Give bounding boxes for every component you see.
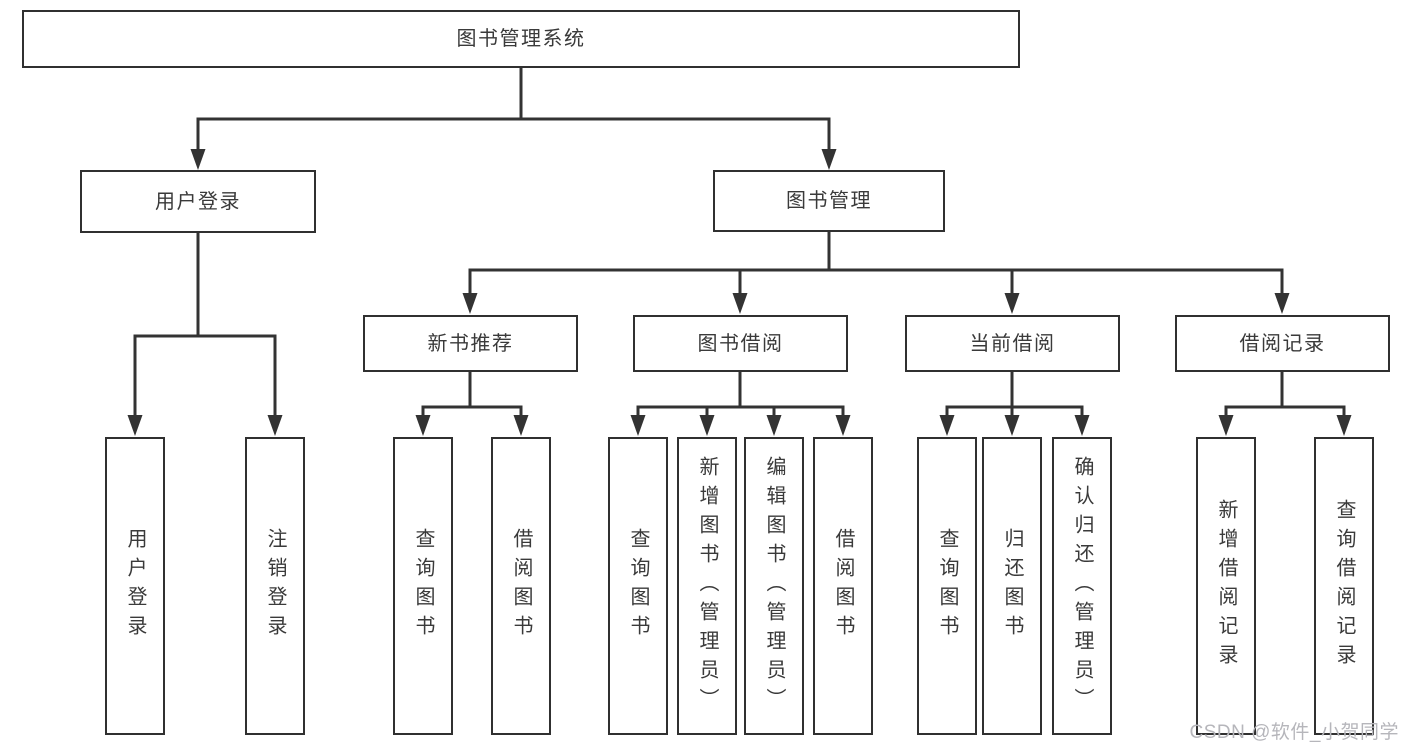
node-leaf-logout: 注销登录 — [245, 437, 305, 735]
node-label: 用户登录 — [155, 190, 241, 213]
node-label: 借阅记录 — [1239, 332, 1326, 355]
node-label: 确认归还（管理员） — [1071, 455, 1093, 717]
node-label: 查询借阅记录 — [1333, 499, 1355, 673]
node-label: 查询图书 — [627, 528, 649, 644]
node-leaf-query-books-recommend: 查询图书 — [393, 437, 453, 735]
node-label: 编辑图书（管理员） — [763, 455, 785, 717]
edge-new-book-rec-to-leaves — [415, 372, 529, 436]
node-root-system: 图书管理系统 — [22, 10, 1020, 68]
csdn-watermark: CSDN @软件_小贺同学 — [1189, 722, 1399, 743]
node-current-borrow: 当前借阅 — [905, 315, 1120, 372]
node-borrow-record: 借阅记录 — [1175, 315, 1390, 372]
node-label: 图书管理系统 — [456, 28, 586, 50]
node-label: 查询图书 — [936, 528, 958, 644]
node-label: 归还图书 — [1001, 528, 1023, 644]
node-label: 图书借阅 — [697, 332, 784, 355]
node-label: 用户登录 — [124, 528, 146, 644]
node-new-book-recommend: 新书推荐 — [363, 315, 578, 372]
node-label: 新增图书（管理员） — [696, 455, 718, 717]
node-book-borrow: 图书借阅 — [633, 315, 848, 372]
edge-borrow-record-to-leaves — [1218, 372, 1352, 436]
node-leaf-query-books-current: 查询图书 — [917, 437, 977, 735]
edge-book-management-to-level3 — [462, 232, 1290, 314]
node-leaf-borrow-books-recommend: 借阅图书 — [491, 437, 551, 735]
node-label: 新增借阅记录 — [1215, 499, 1237, 673]
edge-book-borrow-to-leaves — [630, 372, 851, 436]
node-label: 注销登录 — [264, 528, 286, 644]
node-leaf-return-books: 归还图书 — [982, 437, 1042, 735]
node-label: 新书推荐 — [427, 332, 514, 355]
node-label: 借阅图书 — [510, 528, 532, 644]
node-book-management: 图书管理 — [713, 170, 945, 232]
node-label: 当前借阅 — [969, 332, 1056, 355]
node-leaf-edit-books-admin: 编辑图书（管理员） — [744, 437, 804, 735]
node-label: 借阅图书 — [832, 528, 854, 644]
edge-current-borrow-to-leaves — [939, 372, 1090, 436]
node-label: 查询图书 — [412, 528, 434, 644]
edge-user-login-to-leaves — [127, 233, 283, 436]
node-label: 图书管理 — [786, 190, 872, 212]
node-leaf-query-borrow-record: 查询借阅记录 — [1314, 437, 1374, 735]
node-leaf-add-borrow-record: 新增借阅记录 — [1196, 437, 1256, 735]
node-leaf-borrow-books: 借阅图书 — [813, 437, 873, 735]
edge-root-to-level2 — [190, 68, 837, 170]
node-leaf-query-books-borrow: 查询图书 — [608, 437, 668, 735]
node-leaf-confirm-return-admin: 确认归还（管理员） — [1052, 437, 1112, 735]
node-leaf-add-books-admin: 新增图书（管理员） — [677, 437, 737, 735]
node-leaf-user-login: 用户登录 — [105, 437, 165, 735]
node-user-login: 用户登录 — [80, 170, 316, 233]
